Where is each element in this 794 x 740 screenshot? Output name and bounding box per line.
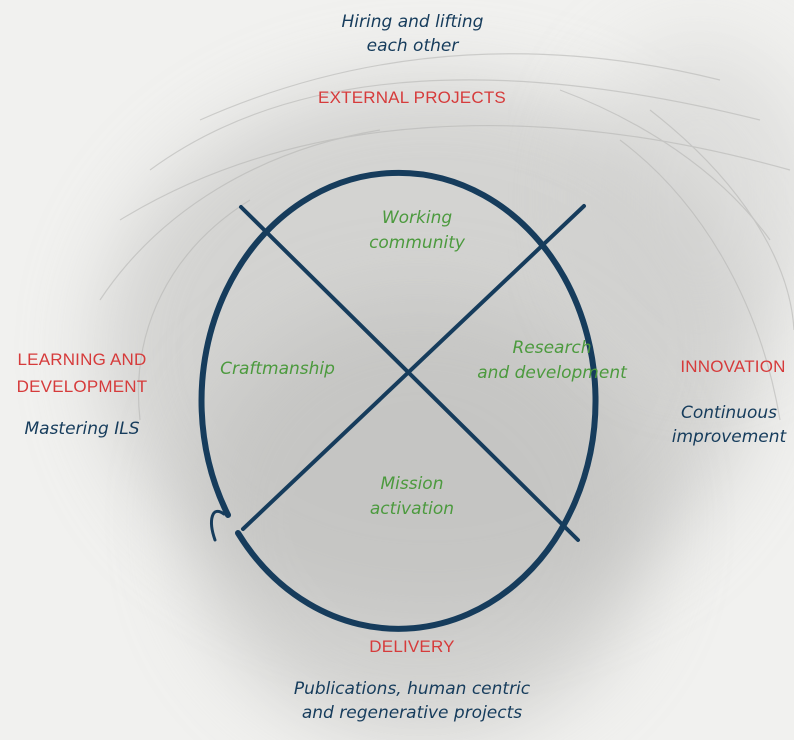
delivery-title: DELIVERY [369,637,455,656]
quadrant-research-and-development: Research and development [477,338,627,383]
innovation-title: INNOVATION [680,357,786,376]
learning-development-subtitle: Mastering ILS [24,419,140,439]
quadrant-working-community: Working community [369,208,465,253]
innovation-subtitle: Continuous improvement [671,403,787,447]
circle-outline [198,169,599,632]
divider-line-2 [241,204,586,531]
external-projects-subtitle: Hiring and lifting each other [341,12,484,56]
external-projects-title: EXTERNAL PROJECTS [318,88,506,107]
delivery-subtitle: Publications, human centric and regenera… [293,679,531,723]
quadrant-mission-activation: Mission activation [369,474,455,519]
circle-tail [210,509,226,542]
quadrant-craftmanship: Craftmanship [220,359,335,379]
learning-development-title: LEARNING AND DEVELOPMENT [16,350,148,396]
